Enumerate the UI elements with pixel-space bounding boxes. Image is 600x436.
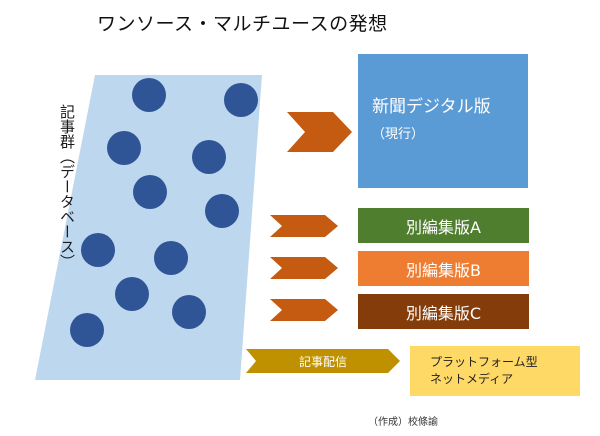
arrow-to-edition-c	[270, 299, 338, 321]
platform-line-2: ネットメディア	[430, 372, 514, 386]
edition-b-box: 別編集版B	[358, 251, 529, 286]
edition-a-box: 別編集版A	[358, 208, 529, 243]
digital-edition-box: 新聞デジタル版 （現行）	[358, 54, 528, 188]
article-dot	[115, 277, 149, 311]
article-dot	[192, 140, 226, 174]
database-label: 記事群（データベース）	[58, 104, 76, 269]
digital-edition-subtitle: （現行）	[372, 127, 425, 142]
article-dot	[205, 194, 239, 228]
article-dot	[70, 313, 104, 347]
article-dot	[132, 78, 166, 112]
arrow-to-edition-b	[270, 257, 338, 279]
platform-media-box: プラットフォーム型 ネットメディア	[410, 346, 580, 396]
credit-note: （作成）校條諭	[368, 417, 438, 428]
article-dot	[224, 83, 258, 117]
platform-line-1: プラットフォーム型	[430, 355, 538, 369]
article-dot	[107, 131, 141, 165]
article-dot	[81, 233, 115, 267]
arrow-to-edition-a	[270, 215, 338, 237]
edition-c-box: 別編集版C	[358, 294, 529, 329]
arrow-to-main	[287, 112, 352, 152]
digital-edition-title: 新聞デジタル版	[372, 97, 491, 117]
article-dot	[154, 241, 188, 275]
article-dot	[172, 295, 206, 329]
distribution-arrow	[246, 349, 400, 373]
distribution-label: 記事配信	[298, 354, 347, 369]
diagram-title: ワンソース・マルチユースの発想	[97, 13, 388, 35]
article-dot	[133, 175, 167, 209]
